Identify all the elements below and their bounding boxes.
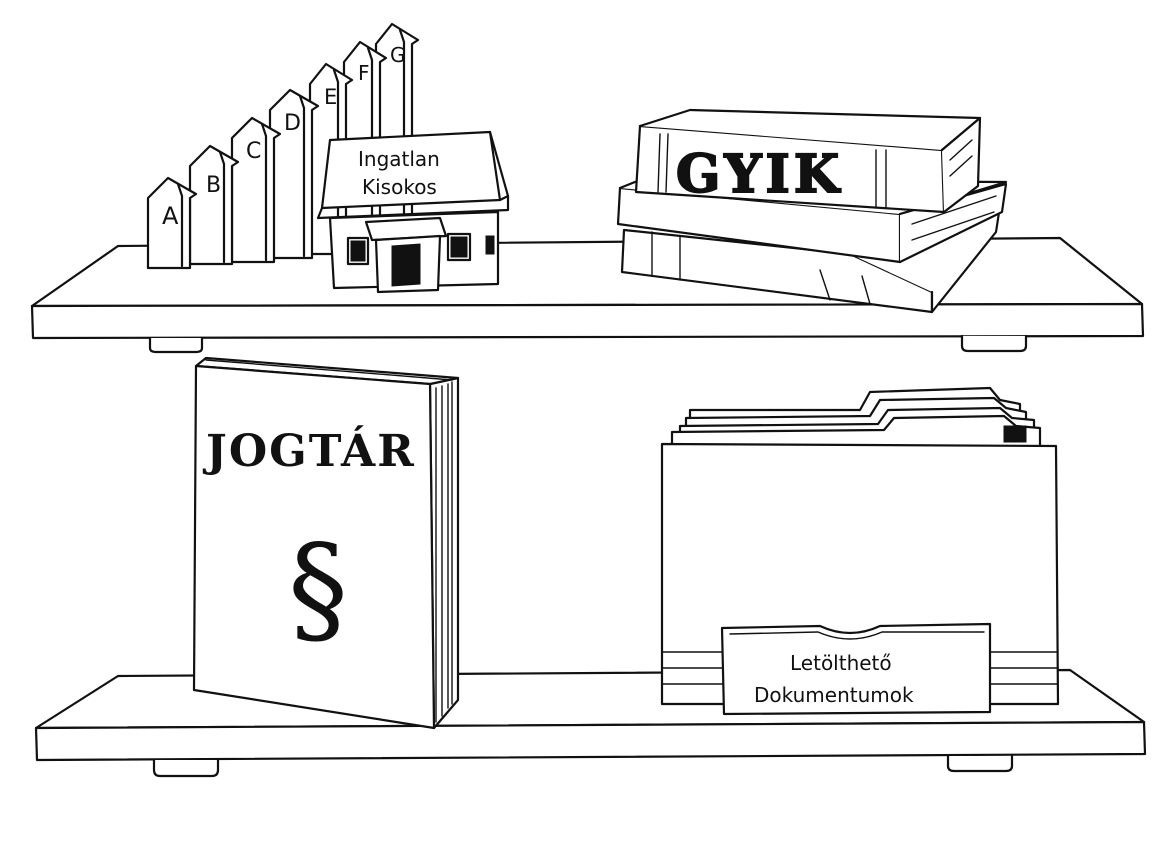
law-library-label: JOGTÁR (202, 424, 416, 477)
property-guide-label-line2: Kisokos (362, 175, 437, 199)
energy-letter-f: F (358, 61, 370, 85)
faq-label: GYIK (676, 144, 843, 205)
energy-letter-g: G (390, 43, 406, 67)
energy-letter-e: E (324, 85, 337, 109)
faq-book-stack[interactable]: GYIK (616, 108, 1008, 314)
energy-letter-b: B (206, 173, 221, 198)
property-guide-house[interactable]: Ingatlan Kisokos (316, 130, 510, 294)
downloads-label-line2: Dokumentumok (754, 683, 914, 707)
energy-letter-c: C (246, 139, 261, 164)
downloads-file-box[interactable]: Letölthető Dokumentumok (660, 386, 1060, 716)
energy-letter-d: D (284, 111, 301, 136)
downloads-label-line1: Letölthető (790, 651, 892, 675)
law-library-book[interactable]: JOGTÁR § (192, 356, 460, 730)
energy-letter-a: A (162, 202, 179, 230)
property-guide-label-line1: Ingatlan (358, 147, 440, 171)
paragraph-symbol-icon: § (288, 520, 348, 659)
